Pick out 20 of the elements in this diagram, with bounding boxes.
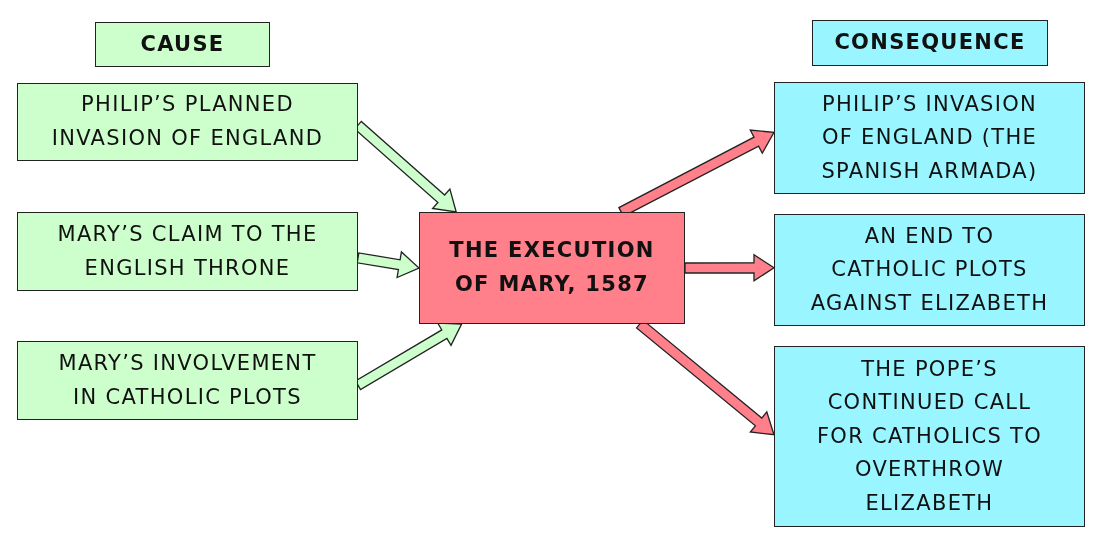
block-arrow [356,250,421,279]
text-box [17,341,358,420]
text-box [17,83,358,161]
column-heading: CAUSE [140,30,225,58]
block-arrow [684,253,776,282]
box-text: THE POPE’S CONTINUED CALL FOR CATHOLICS TO OVERTHROW ELIZABETH [815,355,1044,517]
box-text: AN END TO CATHOLIC PLOTS AGAINST ELIZABETH [809,222,1050,317]
text-box [774,346,1085,527]
box-text: PHILIP’S INVASION OF ENGLAND (THE SPANISH ARMADA) [820,90,1039,185]
text-box [774,82,1085,194]
box-text: MARY’S CLAIM TO THE ENGLISH THRONE [56,220,319,282]
heading-box [812,20,1048,66]
text-box [774,214,1085,326]
event-box [419,212,685,324]
box-text: MARY’S INVOLVEMENT IN CATHOLIC PLOTS [57,349,318,411]
box-text: PHILIP’S PLANNED INVASION OF ENGLAND [50,91,325,152]
text-box [17,212,358,291]
box-text: THE EXECUTION OF MARY, 1587 [448,237,656,298]
heading-box [95,22,270,67]
column-heading: CONSEQUENCE [834,29,1026,57]
